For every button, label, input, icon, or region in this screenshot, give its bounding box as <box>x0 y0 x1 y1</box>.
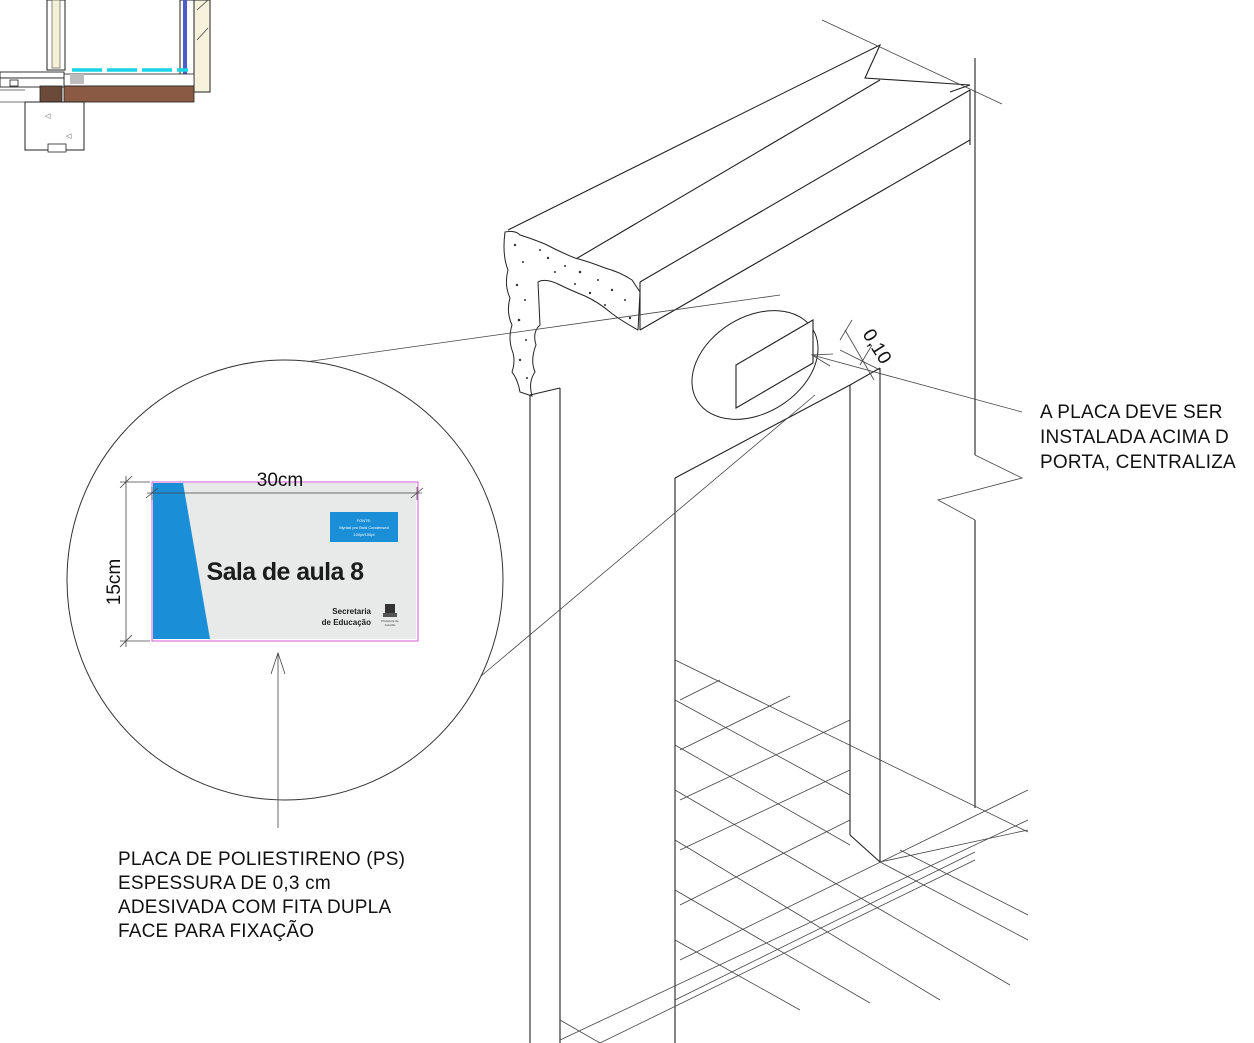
sign-detail: FONTE: Myriad pro Bold Condensed 100pt/1… <box>151 481 419 642</box>
sign-on-wall <box>735 319 814 409</box>
svg-text:PLACA DE POLIESTIRENO (PS): PLACA DE POLIESTIRENO (PS) <box>118 849 405 870</box>
svg-text:◁: ◁ <box>66 133 72 140</box>
installation-note: A PLACA DEVE SER INSTALADA ACIMA D PORTA… <box>1040 402 1236 473</box>
svg-text:◁: ◁ <box>45 113 51 120</box>
sign-blue-stripe <box>153 483 210 639</box>
sign-outline <box>151 481 419 642</box>
height-label: 15cm <box>104 559 125 605</box>
wall-section-detail: ◁ ◁ <box>0 0 211 153</box>
sign-footer-line1: Secretaria <box>332 607 371 616</box>
floor-tiles <box>559 659 1029 1043</box>
width-label: 30cm <box>257 470 303 491</box>
sign-title: Sala de aula 8 <box>207 558 365 586</box>
city-crest-logo: Prefeitura de Joinville <box>381 604 399 627</box>
svg-text:INSTALADA ACIMA D: INSTALADA ACIMA D <box>1040 427 1229 448</box>
svg-text:100pt/100pt: 100pt/100pt <box>353 532 375 537</box>
svg-text:A PLACA DEVE SER: A PLACA DEVE SER <box>1040 402 1223 423</box>
svg-text:FONTE:: FONTE: <box>357 518 372 523</box>
svg-text:PORTA, CENTRALIZA: PORTA, CENTRALIZA <box>1040 452 1236 473</box>
svg-text:Prefeitura de: Prefeitura de <box>381 619 399 623</box>
svg-text:FACE PARA FIXAÇÃO: FACE PARA FIXAÇÃO <box>118 920 314 942</box>
material-note-leader <box>270 651 286 828</box>
height-dimension: 15cm <box>104 475 150 648</box>
svg-text:Myriad pro Bold Condensed: Myriad pro Bold Condensed <box>339 525 389 530</box>
svg-text:ADESIVADA COM FITA DUPLA: ADESIVADA COM FITA DUPLA <box>118 897 391 918</box>
svg-text:ESPESSURA DE 0,3 cm: ESPESSURA DE 0,3 cm <box>118 873 331 894</box>
material-note: PLACA DE POLIESTIRENO (PS) ESPESSURA DE … <box>118 849 405 942</box>
installation-note-leader <box>810 353 1023 413</box>
width-dimension: 30cm <box>145 470 424 500</box>
sign-footer-line2: de Educação <box>322 618 371 627</box>
font-badge <box>330 512 398 542</box>
door-frame-isometric: 0,10 <box>503 19 1029 1043</box>
svg-text:Joinville: Joinville <box>385 623 396 627</box>
